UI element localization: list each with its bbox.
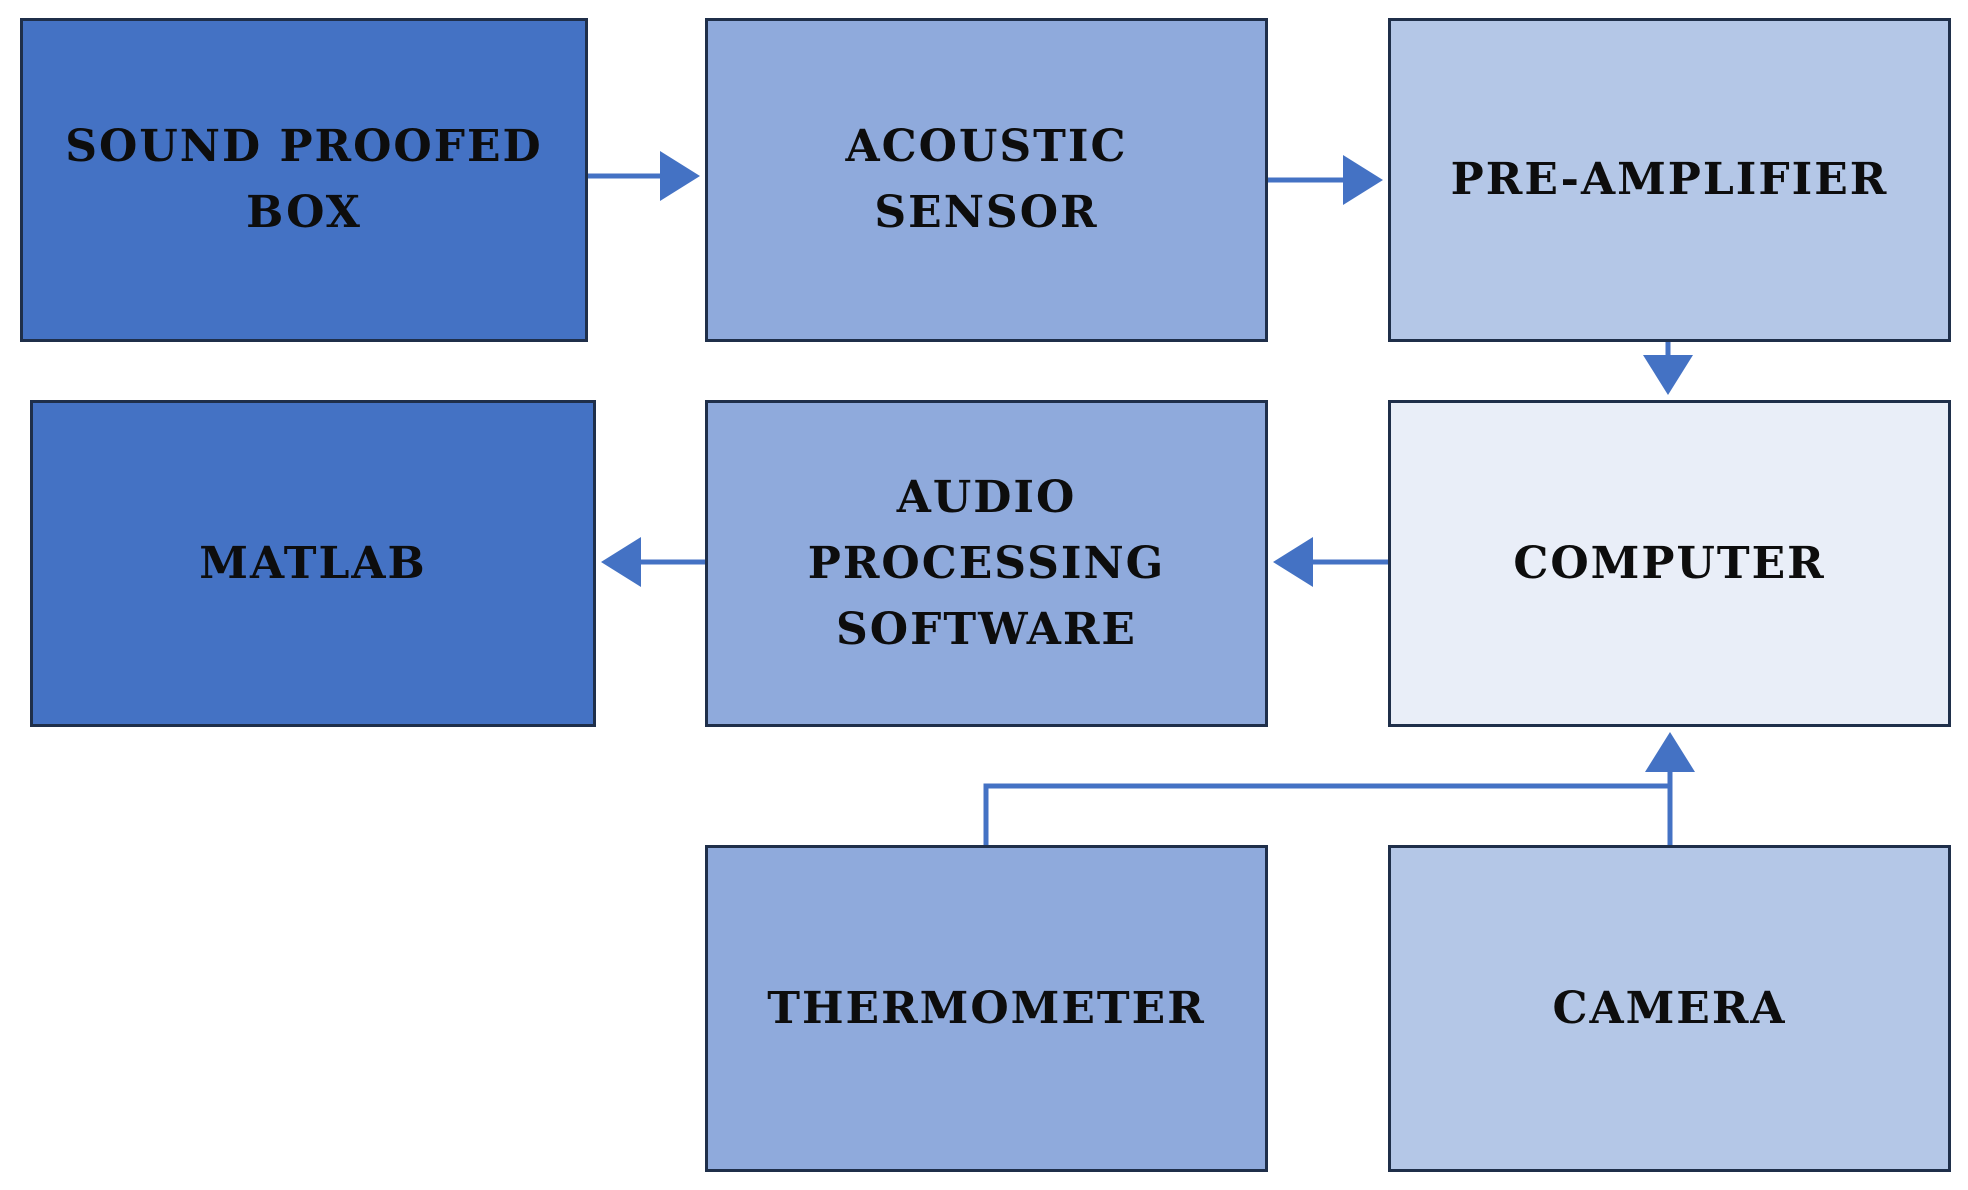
camera-label: CAMERA [1552, 982, 1787, 1034]
computer-block: COMPUTER [1388, 400, 1951, 727]
computer-label: COMPUTER [1513, 537, 1826, 589]
camera-block: CAMERA [1388, 845, 1951, 1172]
pre-amplifier-block: PRE-AMPLIFIER [1388, 18, 1951, 342]
acoustic-sensor-label: ACOUSTIC SENSOR [845, 121, 1128, 238]
matlab-block: MATLAB [30, 400, 596, 727]
sound-proofed-box-label: SOUND PROOFED BOX [65, 121, 543, 238]
audio-processing-software-block: AUDIO PROCESSING SOFTWARE [705, 400, 1268, 727]
thermometer-block: THERMOMETER [705, 845, 1268, 1172]
audio-processing-software-label: AUDIO PROCESSING SOFTWARE [807, 471, 1166, 655]
matlab-label: MATLAB [199, 537, 427, 589]
thermometer-label: THERMOMETER [767, 982, 1206, 1034]
pre-amplifier-label: PRE-AMPLIFIER [1450, 154, 1889, 205]
sound-proofed-box-block: SOUND PROOFED BOX [20, 18, 588, 342]
acoustic-sensor-block: ACOUSTIC SENSOR [705, 18, 1268, 342]
connector-thermometer-to-computer [983, 783, 1670, 845]
